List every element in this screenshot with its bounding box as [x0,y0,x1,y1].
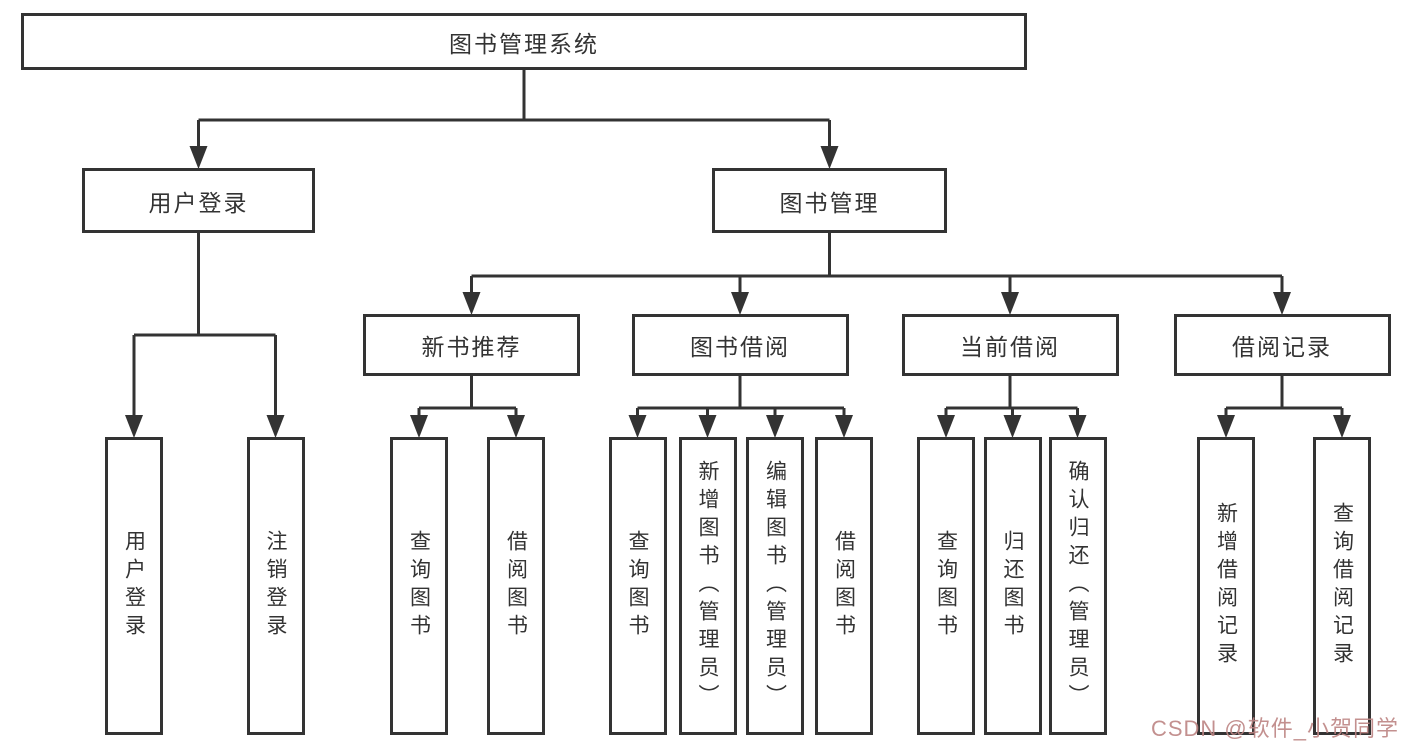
node-book-management: 图书管理 [712,168,947,233]
leaf-query-books-recommend: 查询图书 [390,437,448,735]
leaf-add-book-admin: 新增图书（管理员） [678,437,737,735]
node-current-borrowing: 当前借阅 [901,314,1119,376]
node-label: 当前借阅 [960,334,1060,360]
node-label: 注销登录 [264,530,288,642]
node-label: 查询图书 [934,530,958,642]
leaf-query-books-borrowing: 查询图书 [608,437,667,735]
node-label: 新增图书（管理员） [696,460,720,712]
node-label: 确认归还（管理员） [1066,460,1090,712]
node-label: 借阅图书 [504,530,528,642]
node-label: 新书推荐 [421,334,522,360]
leaf-confirm-return-admin: 确认归还（管理员） [1048,437,1107,735]
node-label: 图书借阅 [690,334,790,360]
node-label: 用户登录 [148,189,249,216]
leaf-user-login: 用户登录 [105,437,163,735]
node-root-system: 图书管理系统 [21,13,1027,70]
node-label: 借阅记录 [1232,334,1332,360]
connector-strokes [132,70,1344,416]
csdn-watermark: CSDN @软件_小贺同学 [1150,716,1399,741]
leaf-query-borrow-record: 查询借阅记录 [1313,437,1371,735]
leaf-add-borrow-record: 新增借阅记录 [1197,437,1255,735]
leaf-return-book: 归还图书 [983,437,1042,735]
leaf-borrow-books-recommend: 借阅图书 [487,437,545,735]
node-label: 查询图书 [626,530,650,642]
node-user-login: 用户登录 [82,168,315,233]
arrowheads [125,146,1351,438]
node-label: 图书管理系统 [449,30,599,57]
node-new-book-recommend: 新书推荐 [363,314,580,376]
node-label: 图书管理 [779,189,880,216]
leaf-query-books-current: 查询图书 [917,437,975,735]
node-label: 编辑图书（管理员） [763,460,787,712]
node-label: 归还图书 [1001,530,1025,642]
leaf-borrow-books-borrowing: 借阅图书 [815,437,873,735]
node-label: 查询借阅记录 [1330,502,1354,670]
node-label: 借阅图书 [832,530,856,642]
node-borrow-records: 借阅记录 [1173,314,1391,376]
leaf-edit-book-admin: 编辑图书（管理员） [746,437,804,735]
node-label: 查询图书 [407,530,431,642]
node-label: 新增借阅记录 [1214,502,1238,670]
leaf-logout: 注销登录 [246,437,305,735]
node-label: 用户登录 [122,530,146,642]
node-book-borrowing: 图书借阅 [631,314,849,376]
